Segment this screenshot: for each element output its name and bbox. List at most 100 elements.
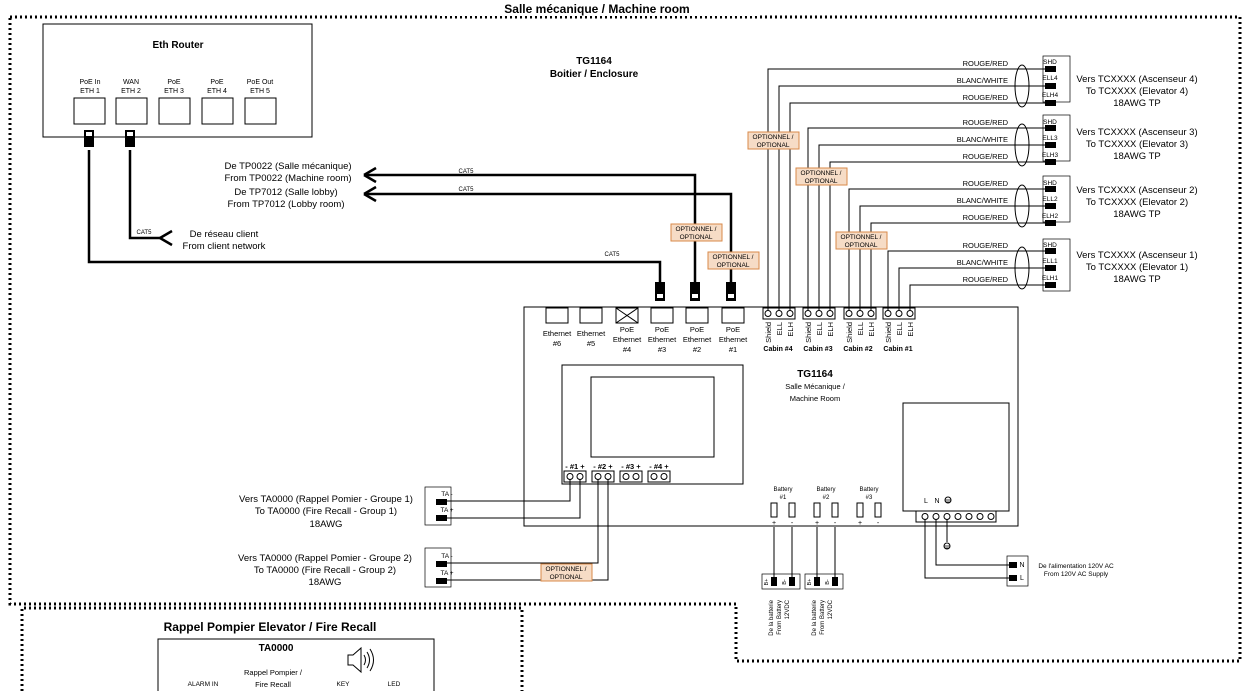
svg-text:Ethernet: Ethernet: [577, 329, 606, 338]
ground-icon: [944, 496, 952, 504]
svg-text:L: L: [1020, 575, 1024, 582]
svg-text:To TCXXXX (Elevator 3): To TCXXXX (Elevator 3): [1086, 139, 1188, 150]
svg-text:PoE: PoE: [690, 325, 704, 334]
optional-tag-eth1: OPTIONNEL / OPTIONAL: [707, 251, 760, 270]
svg-text:ELL: ELL: [775, 322, 784, 335]
tg-eth5[interactable]: Ethernet #5: [577, 307, 606, 348]
elevator-3-connector: SHD ELL3 ELH3 Vers TCXXXX (Ascenseur 3) …: [1042, 114, 1198, 165]
svg-text:ROUGE/RED: ROUGE/RED: [963, 213, 1009, 222]
svg-text:#4: #4: [623, 345, 631, 354]
fire-recall-boundary: [20, 606, 524, 691]
battery-terminals: Battery #1 Battery #2 Battery #3 +- +- +…: [770, 487, 882, 578]
svg-text:WAN: WAN: [123, 79, 139, 86]
cabin-1-label: Cabin #1: [883, 346, 912, 353]
svg-text:OPTIONAL: OPTIONAL: [550, 574, 583, 581]
power-terminal-strip: [915, 510, 997, 523]
elevator-2-connector: SHD ELL2 ELH2 Vers TCXXXX (Ascenseur 2) …: [1042, 175, 1198, 226]
svg-text:Battery: Battery: [773, 487, 792, 493]
optional-tag-eth2: OPTIONNEL / OPTIONAL: [670, 223, 723, 242]
svg-text:ELH1: ELH1: [1042, 275, 1059, 282]
router-cables: CAT5 CAT5: [84, 130, 662, 282]
svg-text:PoE: PoE: [655, 325, 669, 334]
svg-text:Vers TA0000 (Rappel Pomier - G: Vers TA0000 (Rappel Pomier - Groupe 2): [238, 553, 412, 564]
svg-text:Ethernet: Ethernet: [648, 335, 677, 344]
svg-text:- #1 +: - #1 +: [565, 462, 585, 471]
router-port-eth4[interactable]: PoE ETH 4: [201, 79, 234, 125]
source-client-fr: De réseau client: [190, 229, 259, 240]
svg-text:Battery: Battery: [816, 487, 835, 493]
ta0000-title: TA0000: [259, 643, 294, 654]
svg-text:Battery: Battery: [859, 487, 878, 493]
svg-text:Vers TCXXXX (Ascenseur 2): Vers TCXXXX (Ascenseur 2): [1076, 185, 1197, 196]
router-port-eth1[interactable]: PoE In ETH 1: [73, 79, 106, 125]
svg-text:ELL1: ELL1: [1042, 258, 1058, 265]
svg-text:+: +: [772, 520, 776, 527]
router-port-eth2[interactable]: WAN ETH 2: [115, 79, 148, 125]
ta0000-device: TA0000 Rappel Pompier / Fire Recall ALAR…: [157, 638, 435, 691]
router-port-eth3[interactable]: PoE ETH 3: [158, 79, 191, 125]
eth-router: Eth Router PoE In ETH 1 WAN ETH 2 PoE ET…: [42, 23, 313, 138]
svg-text:PoE: PoE: [726, 325, 740, 334]
tg-eth4[interactable]: PoE Ethernet #4: [613, 307, 642, 354]
svg-text:BLANC/WHITE: BLANC/WHITE: [957, 135, 1008, 144]
svg-text:#1: #1: [780, 495, 787, 501]
svg-text:Shield: Shield: [845, 322, 854, 343]
svg-text:OPTIONAL: OPTIONAL: [717, 262, 750, 269]
ta-group-1-connector: TA - TA + Vers TA0000 (Rappel Pomier - G…: [239, 486, 454, 530]
svg-text:ELH2: ELH2: [1042, 213, 1059, 220]
svg-text:- #3 +: - #3 +: [621, 462, 641, 471]
svg-text:LED: LED: [388, 681, 401, 688]
ta-wiring: [446, 479, 609, 581]
svg-text:Vers TA0000 (Rappel Pomier - G: Vers TA0000 (Rappel Pomier - Groupe 1): [239, 494, 413, 505]
svg-text:- #4 +: - #4 +: [649, 462, 669, 471]
svg-text:18AWG: 18AWG: [310, 519, 343, 530]
source-tp7012-fr: De TP7012 (Salle lobby): [234, 187, 337, 198]
svg-text:ETH 5: ETH 5: [250, 88, 270, 95]
svg-text:BLANC/WHITE: BLANC/WHITE: [957, 258, 1008, 267]
machine-room-title: Salle mécanique / Machine room: [504, 2, 689, 16]
svg-text:To TA0000 (Fire Recall - Group: To TA0000 (Fire Recall - Group 1): [255, 506, 397, 517]
svg-text:18AWG TP: 18AWG TP: [1113, 98, 1161, 109]
svg-text:#2: #2: [823, 495, 830, 501]
tg1164-sub2: Machine Room: [790, 394, 840, 403]
svg-text:From Battery: From Battery: [777, 600, 783, 635]
svg-text:To TCXXXX (Elevator 4): To TCXXXX (Elevator 4): [1086, 86, 1188, 97]
svg-text:ETH 1: ETH 1: [80, 88, 100, 95]
optional-tag-cabin2: OPTIONNEL / OPTIONAL: [835, 231, 888, 250]
svg-text:ELH3: ELH3: [1042, 152, 1059, 159]
router-port-eth5[interactable]: PoE Out ETH 5: [244, 79, 277, 125]
svg-text:ETH 3: ETH 3: [164, 88, 184, 95]
tg-eth6[interactable]: Ethernet #6: [543, 307, 572, 348]
svg-text:12VDC: 12VDC: [828, 599, 834, 619]
svg-text:B+: B+: [764, 579, 770, 586]
power-term-l: L: [924, 498, 928, 505]
svg-text:ELL2: ELL2: [1042, 196, 1058, 203]
svg-text:Shield: Shield: [884, 322, 893, 343]
source-tp0022-en: From TP0022 (Machine room): [224, 173, 351, 184]
svg-text:TA -: TA -: [441, 491, 452, 498]
machine-room-boundary: [8, 15, 1242, 663]
tg-eth1[interactable]: PoE Ethernet #1: [719, 307, 748, 354]
svg-text:#5: #5: [587, 339, 595, 348]
svg-text:SHD: SHD: [1043, 180, 1057, 187]
cabin-terminals: Shield ELL ELH Shield ELL ELH Shield ELL…: [762, 307, 916, 353]
svg-text:B-: B-: [782, 579, 788, 585]
svg-text:Ethernet: Ethernet: [719, 335, 748, 344]
svg-text:BLANC/WHITE: BLANC/WHITE: [957, 76, 1008, 85]
svg-text:PoE: PoE: [210, 79, 224, 86]
svg-text:ROUGE/RED: ROUGE/RED: [963, 152, 1009, 161]
svg-text:OPTIONNEL /: OPTIONNEL /: [801, 170, 842, 177]
svg-text:From Battery: From Battery: [820, 600, 826, 635]
svg-text:OPTIONNEL /: OPTIONNEL /: [841, 234, 882, 241]
svg-text:OPTIONAL: OPTIONAL: [680, 234, 713, 241]
svg-text:Vers TCXXXX (Ascenseur 3): Vers TCXXXX (Ascenseur 3): [1076, 127, 1197, 138]
svg-text:TA +: TA +: [440, 507, 453, 514]
svg-text:TA +: TA +: [440, 570, 453, 577]
cable-label-tp0022: CAT5: [459, 169, 475, 175]
svg-text:ELH4: ELH4: [1042, 92, 1059, 99]
tg-eth3[interactable]: PoE Ethernet #3: [648, 307, 677, 354]
svg-text:#6: #6: [553, 339, 561, 348]
tg-eth2[interactable]: PoE Ethernet #2: [683, 307, 712, 354]
fire-recall-title: Rappel Pompier Elevator / Fire Recall: [164, 620, 377, 634]
